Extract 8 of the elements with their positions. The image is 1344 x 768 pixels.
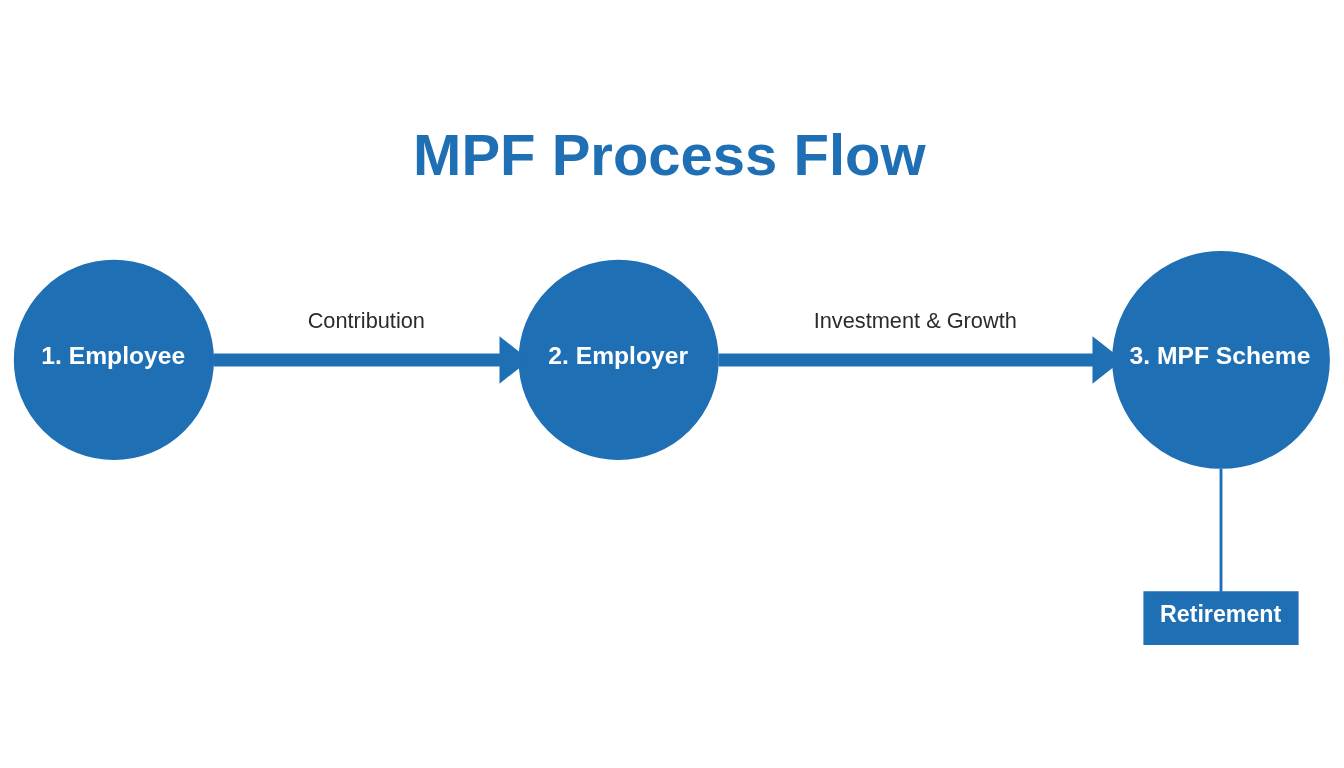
edge-label: Contribution xyxy=(307,308,425,333)
node-circle: 3. MPF Scheme xyxy=(1112,251,1330,469)
node-circle: 1. Employee xyxy=(13,259,214,460)
connector xyxy=(1219,468,1223,592)
node-box: Retirement xyxy=(1143,591,1299,645)
node-circle: 2. Employer xyxy=(518,259,719,460)
edge-label: Investment & Growth xyxy=(813,308,1017,333)
diagram-title: MPF Process Flow xyxy=(413,121,926,187)
